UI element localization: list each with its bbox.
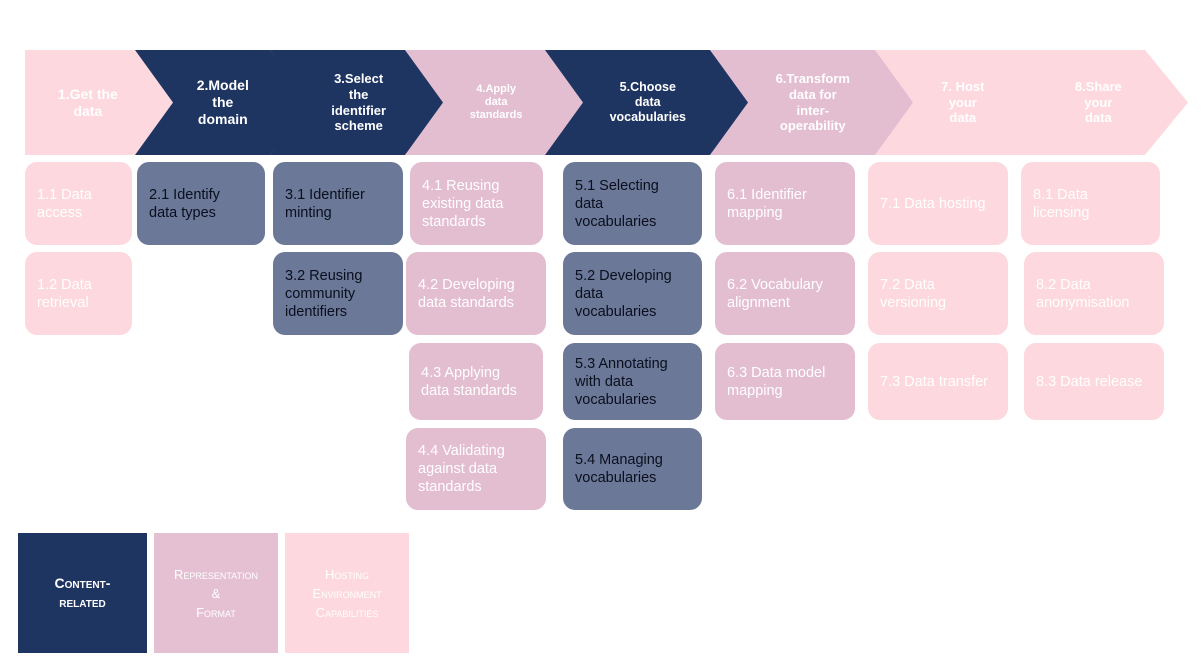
substep-box: 2.1 Identify data types: [137, 162, 265, 245]
substep-box: 4.3 Applying data standards: [409, 343, 543, 420]
substep-box: 5.4 Managing vocabularies: [563, 428, 702, 510]
step-chevron-6: [710, 50, 915, 155]
substep-box: 3.2 Reusing community identifiers: [273, 252, 403, 335]
substep-box: 5.3 Annotating with data vocabularies: [563, 343, 702, 420]
substep-box: 3.1 Identifier minting: [273, 162, 403, 245]
substep-box: 8.1 Data licensing: [1021, 162, 1160, 245]
substep-box: 5.1 Selecting data vocabularies: [563, 162, 702, 245]
step-chevron-1: [25, 50, 180, 155]
substep-box: 6.3 Data model mapping: [715, 343, 855, 420]
substep-box: 6.2 Vocabulary alignment: [715, 252, 855, 335]
substep-box: 7.2 Data versioning: [868, 252, 1008, 335]
substep-box: 5.2 Developing data vocabularies: [563, 252, 702, 335]
legend-item-content: Content- related: [18, 533, 147, 653]
substep-box: 4.1 Reusing existing data standards: [410, 162, 543, 245]
substep-box: 8.3 Data release: [1024, 343, 1164, 420]
legend-item-hosting: Hosting Environment Capabilities: [285, 533, 409, 653]
step-chevron-2: [135, 50, 310, 155]
step-chevron-4: [405, 50, 590, 155]
step-chevron-5: [545, 50, 750, 155]
substep-box: 4.4 Validating against data standards: [406, 428, 546, 510]
substep-box: 7.1 Data hosting: [868, 162, 1008, 245]
substep-box: 1.2 Data retrieval: [25, 252, 132, 335]
step-chevron-3: [270, 50, 450, 155]
substep-box: 8.2 Data anonymisation: [1024, 252, 1164, 335]
substep-box: 4.2 Developing data standards: [406, 252, 546, 335]
substep-box: 7.3 Data transfer: [868, 343, 1008, 420]
substep-box: 1.1 Data access: [25, 162, 132, 245]
legend-item-representation: Representation & Format: [154, 533, 278, 653]
step-chevron-8: [1010, 50, 1188, 155]
substep-box: 6.1 Identifier mapping: [715, 162, 855, 245]
step-chevron-7: [875, 50, 1050, 155]
